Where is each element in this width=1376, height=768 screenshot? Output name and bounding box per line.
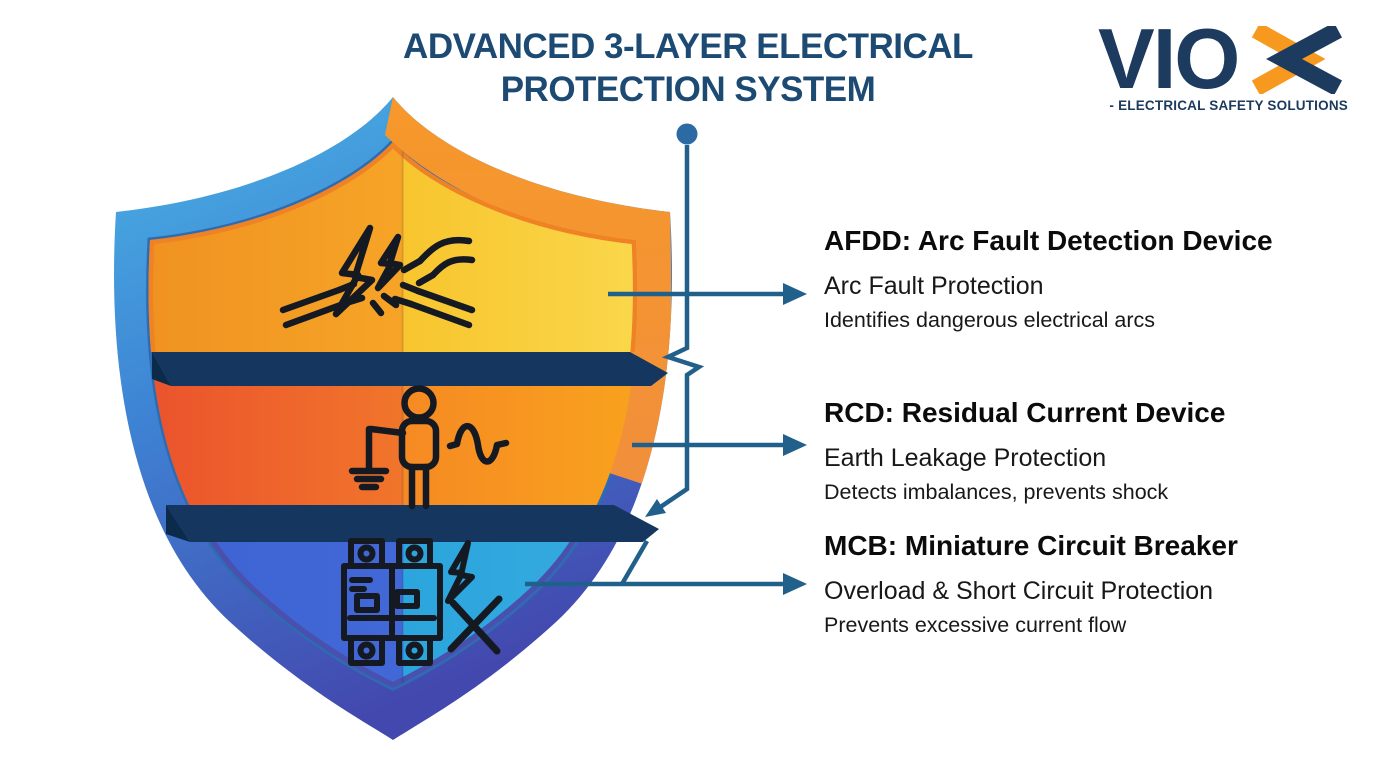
rcd-subtitle: Earth Leakage Protection: [824, 444, 1107, 473]
connector-lines: [525, 123, 807, 595]
mcb-arrowhead: [783, 573, 807, 595]
afdd-arrowhead: [783, 283, 807, 305]
layer-rcd-band-right: [403, 378, 638, 505]
mcb-info-block: MCB: Miniature Circuit Breaker Overload …: [824, 531, 1364, 638]
mcb-connector-branch: [620, 539, 649, 586]
separator-1: [152, 352, 668, 386]
rcd-info-block: RCD: Residual Current Device Earth Leaka…: [824, 398, 1364, 505]
rcd-description: Detects imbalances, prevents shock: [824, 480, 1169, 505]
rcd-heading: RCD: Residual Current Device: [824, 397, 1226, 428]
separator-1-bevel: [152, 352, 171, 386]
rcd-arrowhead: [783, 434, 807, 456]
separator-2: [166, 505, 659, 542]
mcb-description: Prevents excessive current flow: [824, 613, 1127, 638]
logo-x-navy-chevron: [1266, 26, 1343, 94]
logo-x-orange-chevron: [1251, 26, 1326, 94]
viox-logo-mark: VIO: [1098, 26, 1343, 94]
connector-downleft-arrowhead: [645, 499, 666, 517]
layer-rcd-band-left: [148, 378, 403, 505]
layer-separators: [152, 352, 668, 542]
brand-logo: VIO - ELECTRICAL SAFETY SOLUTIONS: [1098, 26, 1348, 113]
separator-2-bevel: [166, 505, 190, 542]
logo-tagline: - ELECTRICAL SAFETY SOLUTIONS: [1109, 98, 1348, 113]
mcb-heading: MCB: Miniature Circuit Breaker: [824, 530, 1238, 561]
arc-fault-spark-icon: [279, 224, 476, 329]
shield-fold-crease: [401, 142, 404, 688]
afdd-description: Identifies dangerous electrical arcs: [824, 308, 1156, 333]
mcb-subtitle: Overload & Short Circuit Protection: [824, 577, 1214, 606]
page-title: ADVANCED 3-LAYER ELECTRICAL PROTECTION S…: [288, 26, 1088, 111]
afdd-subtitle: Arc Fault Protection: [824, 272, 1044, 301]
logo-vio-text: VIO: [1098, 26, 1238, 94]
connector-dot: [676, 123, 698, 145]
afdd-heading: AFDD: Arc Fault Detection Device: [824, 225, 1273, 256]
shield-top-right-edge: [385, 97, 672, 490]
page-title-line-2: PROTECTION SYSTEM: [500, 69, 876, 109]
earth-leakage-person-icon: [348, 385, 510, 510]
page-title-line-1: ADVANCED 3-LAYER ELECTRICAL: [403, 27, 973, 66]
connector-vertical-line: [654, 145, 705, 512]
afdd-info-block: AFDD: Arc Fault Detection Device Arc Fau…: [824, 226, 1364, 333]
circuit-breaker-icon: [341, 538, 503, 666]
